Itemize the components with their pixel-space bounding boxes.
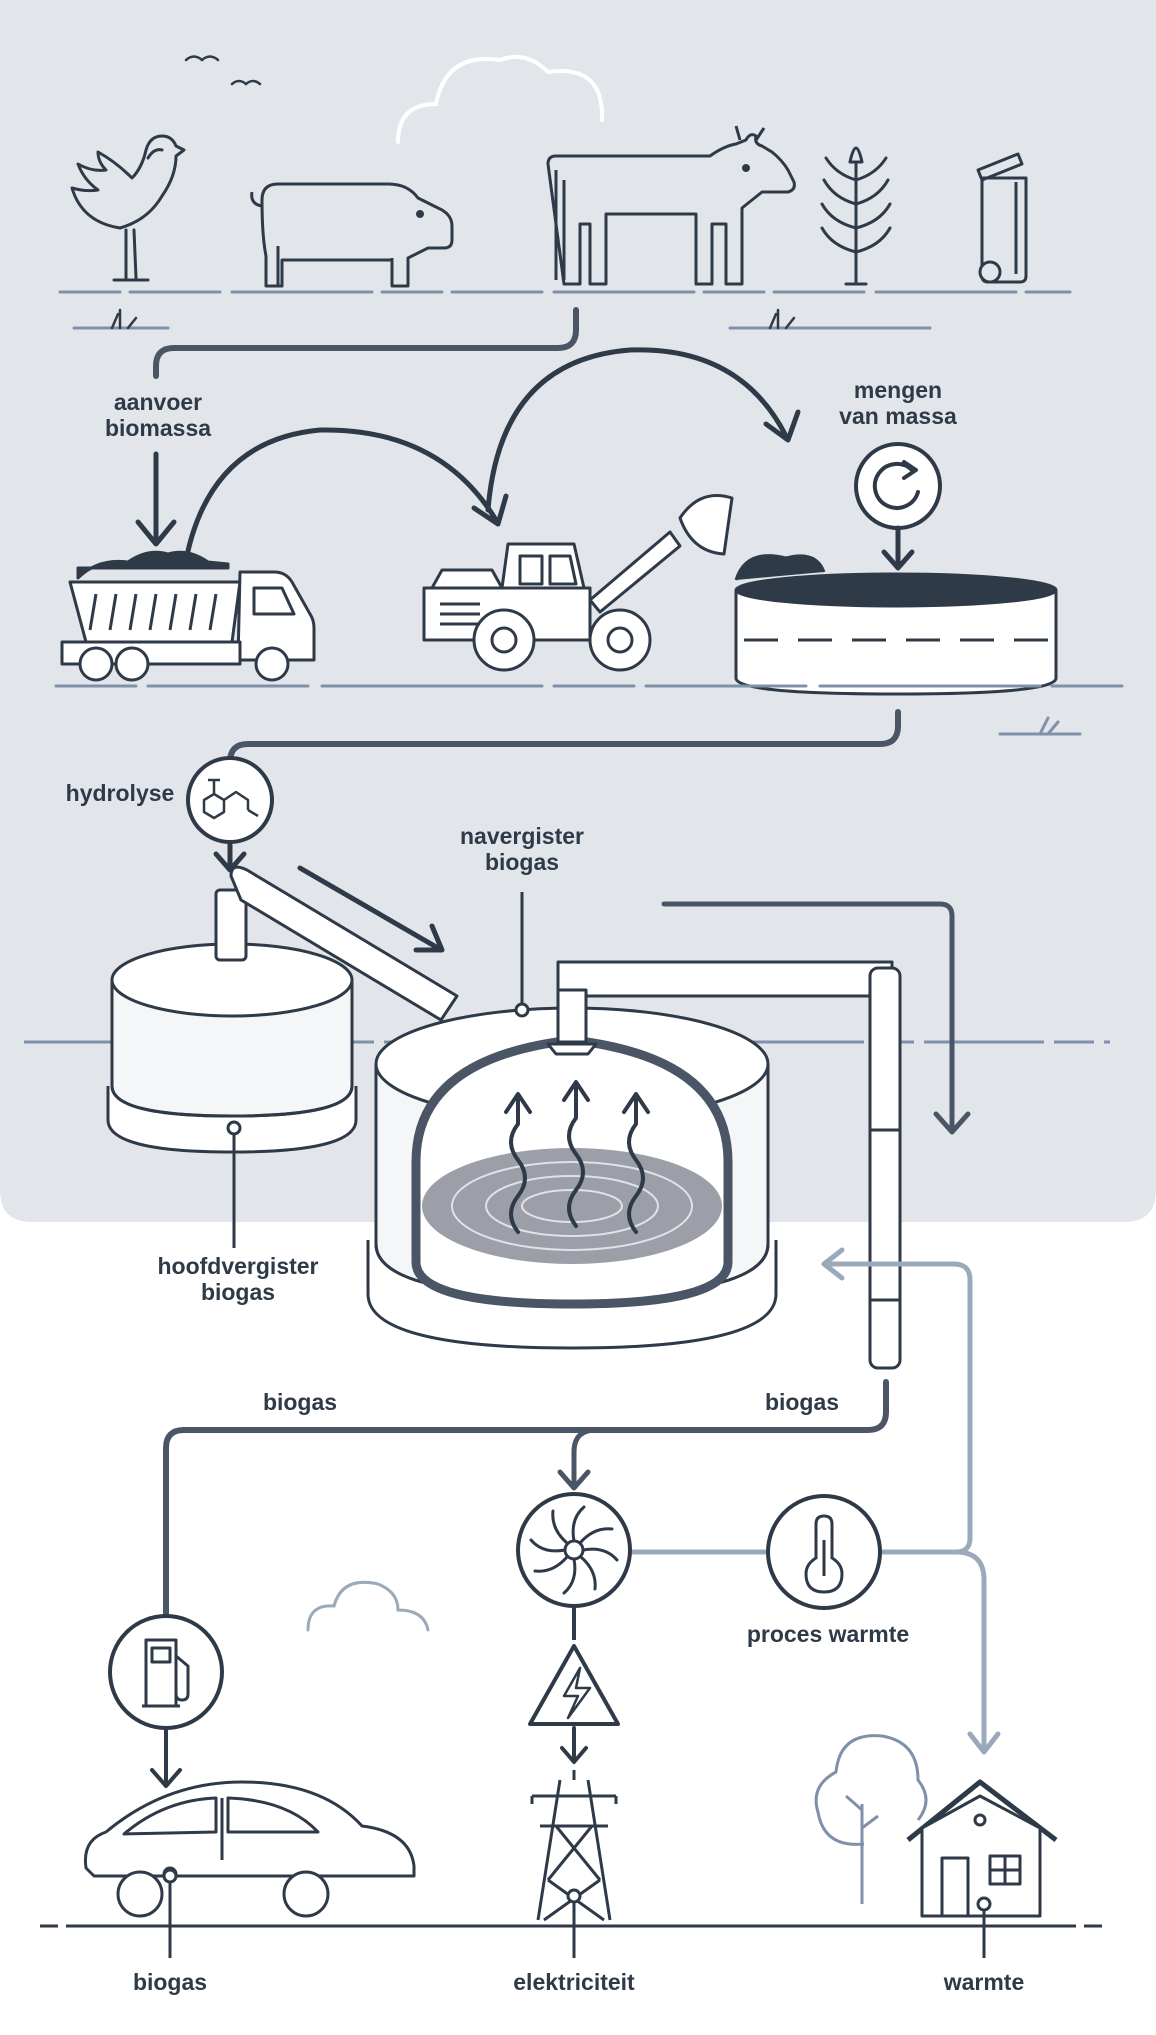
curve-arrow-truck-to-loader [183, 427, 509, 563]
mixing-tank-icon [734, 554, 1058, 696]
thermometer-icon [766, 1494, 882, 1610]
cloud-icon [306, 1580, 430, 1632]
label-output-elektriciteit: elektriciteit [513, 1969, 635, 1995]
wheel-loader-icon [422, 494, 734, 672]
curve-arrow-loader-to-mixer [485, 347, 801, 513]
label-hydrolyse: hydrolyse [66, 780, 175, 806]
chicken-icon [70, 134, 186, 282]
arrow-to-truck [135, 451, 177, 547]
label-aanvoer-line2: biomassa [105, 415, 211, 441]
cloud-icon [396, 55, 605, 144]
arrow-to-main-digester [213, 841, 247, 873]
label-hoofdvergister-line2: biogas [201, 1279, 275, 1305]
dump-truck-icon [60, 550, 316, 682]
biogas-branch-to-turbine [557, 1427, 599, 1491]
label-aanvoer-line1: aanvoer [114, 389, 202, 415]
ground-line-mid [54, 684, 1124, 736]
biogas-pipe-main [163, 1379, 889, 1619]
label-proces-warmte: proces warmte [747, 1621, 909, 1647]
output-pointers [162, 1868, 986, 1958]
arrow-to-mixer [881, 525, 915, 571]
label-navergister-line1: navergister [460, 823, 584, 849]
cow-icon [546, 125, 796, 286]
mix-cycle-icon [854, 442, 942, 530]
pig-icon [250, 182, 454, 288]
power-pylon-icon [530, 1770, 618, 1922]
label-navergister-line2: biogas [485, 849, 559, 875]
label-mengen-line1: mengen [854, 377, 942, 403]
gas-rising-arrows [504, 1080, 650, 1234]
molecule-icon [186, 756, 274, 844]
main-digester-icon [106, 865, 459, 1154]
maize-plant-icon [820, 146, 892, 286]
heat-loop-lines [613, 1247, 1001, 1755]
arrow-diagonal-transfer [297, 865, 445, 953]
label-biogas-right: biogas [765, 1389, 839, 1415]
label-output-biogas: biogas [133, 1969, 207, 1995]
house-icon [906, 1779, 1058, 1918]
post-digester-icon [366, 960, 902, 1370]
fuel-pump-icon [108, 1614, 224, 1730]
waste-bin-icon [976, 152, 1028, 284]
label-hoofdvergister-line1: hoofdvergister [157, 1253, 318, 1279]
label-mengen-line2: van massa [839, 403, 957, 429]
grass-icon [110, 308, 796, 330]
flow-line-biomass-supply [153, 307, 579, 379]
car-icon [83, 1780, 416, 1918]
birds-icon [184, 55, 262, 86]
flow-line-to-hydrolysis [227, 709, 901, 773]
label-biogas-left: biogas [263, 1389, 337, 1415]
arrow-to-car [150, 1726, 182, 1788]
fan-turbine-icon [516, 1492, 632, 1608]
gas-flow-arrow-right [661, 901, 971, 1135]
high-voltage-icon [528, 1644, 620, 1726]
arrow-to-pylon [560, 1726, 588, 1764]
label-output-warmte: warmte [943, 1969, 1025, 1995]
tree-icon [814, 1734, 928, 1904]
